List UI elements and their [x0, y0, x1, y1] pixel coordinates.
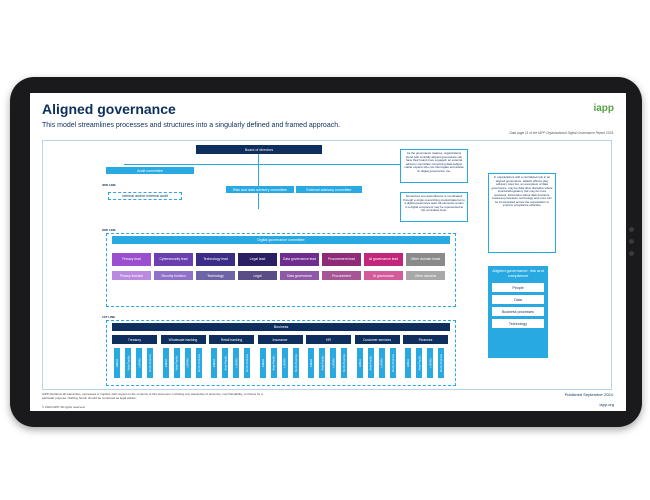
region-label: North America — [389, 348, 396, 378]
page-title: Aligned governance — [42, 101, 176, 117]
page-subtitle: This model streamlines processes and str… — [42, 122, 341, 129]
first-line-container — [106, 320, 456, 386]
role-lead-box: AI governance lead — [364, 253, 403, 266]
business-unit-box: HR — [306, 335, 351, 344]
region-label: North America — [292, 348, 299, 378]
function-box: Legal — [238, 271, 277, 280]
aligned-item: People — [492, 283, 544, 293]
role-lead-box: Technology lead — [196, 253, 235, 266]
role-lead-box: Data governance lead — [280, 253, 319, 266]
iapp-logo: iapp — [593, 103, 614, 114]
source-note: Data page 11 of the IAPP Organizational … — [509, 131, 614, 135]
region-label: LATAM — [136, 348, 142, 378]
connector-line — [124, 164, 414, 165]
region-label: EMEA — [259, 348, 266, 378]
region-label: Asia-Pacific — [319, 348, 325, 378]
region-label: EMEA — [162, 348, 169, 378]
aligned-item: Technology — [492, 319, 544, 329]
region-label: LATAM — [281, 348, 288, 378]
digital-governance-committee: Digital governance committee — [112, 236, 450, 244]
region-label: North America — [147, 348, 153, 378]
region-label: EMEA — [308, 348, 314, 378]
audit-committee: Audit committee — [106, 167, 194, 174]
second-line-container — [106, 233, 456, 307]
published-date: Published September 2024. — [564, 392, 614, 397]
function-box: AI governance — [364, 271, 403, 280]
region-label: Asia-Pacific — [125, 348, 131, 378]
region-label: Asia-Pacific — [416, 348, 422, 378]
region-label: LATAM — [378, 348, 385, 378]
aligned-item: Business processes — [492, 307, 544, 317]
business-unit-box: Wholesale banking — [160, 335, 206, 344]
role-lead-box: Privacy lead — [112, 253, 151, 266]
business-unit-box: Treasury — [112, 335, 157, 344]
role-lead-box: Cybersecurity lead — [154, 253, 193, 266]
region-label: North America — [244, 348, 250, 378]
disclaimer-text: IAPP disclaims all warranties, expressed… — [42, 392, 263, 400]
region-label: EMEA — [405, 348, 411, 378]
region-label: North America — [341, 348, 347, 378]
note-box-committee: Sometimes one team/director is coordinat… — [400, 192, 468, 222]
connector-line — [258, 154, 259, 209]
copyright-text: © 2024 IAPP. All rights reserved. — [42, 405, 86, 409]
internal-external-audit: Internal and/or external audit — [108, 192, 182, 200]
function-box: Data governance — [280, 271, 319, 280]
note-box-aligned: In organizations with a centralized role… — [488, 173, 556, 253]
region-label: LATAM — [233, 348, 239, 378]
role-lead-box: Procurement lead — [322, 253, 361, 266]
risk-data-advisory-committee: Risk and data advisory committee — [226, 186, 294, 193]
sensor-icon — [629, 239, 634, 244]
iapp-url-link[interactable]: iapp.org — [599, 402, 614, 407]
board-of-directors: Board of directors — [196, 145, 322, 154]
function-box: Other domains — [406, 271, 445, 280]
region-label: North America — [438, 348, 444, 378]
business-unit-box: Finances — [403, 335, 448, 344]
aligned-item: Data — [492, 295, 544, 305]
tablet-screen: Aligned governance This model streamline… — [30, 93, 626, 411]
aligned-governance-title: Aligned governance, risk and compliance — [492, 268, 544, 278]
region-label: LATAM — [184, 348, 191, 378]
function-box: Procurement — [322, 271, 361, 280]
region-label: Asia-Pacific — [222, 348, 228, 378]
region-label: EMEA — [356, 348, 363, 378]
diagram-frame — [42, 140, 612, 390]
business-unit-box: Retail banking — [209, 335, 254, 344]
function-box: Technology — [196, 271, 235, 280]
line-label-2nd: 2ND LINE — [102, 228, 116, 232]
tablet-device: Aligned governance This model streamline… — [10, 77, 642, 427]
business-unit-box: Insurance — [257, 335, 303, 344]
aligned-governance-panel: Aligned governance, risk and compliance … — [488, 266, 548, 358]
role-lead-box: Other domain leads — [406, 253, 445, 266]
camera-icon — [629, 227, 634, 232]
function-box: Privacy function — [112, 271, 151, 280]
region-label: EMEA — [114, 348, 120, 378]
note-box-board: As the governance matures, organizations… — [400, 149, 468, 183]
external-advisory-committee: External advisory committee — [296, 186, 362, 193]
region-label: Asia-Pacific — [367, 348, 374, 378]
sensor-icon — [629, 251, 634, 256]
region-label: Asia-Pacific — [270, 348, 277, 378]
business-unit-box: Customer services — [354, 335, 400, 344]
line-label-1st: 1ST LINE — [102, 315, 116, 319]
business-bar: Business — [112, 323, 450, 331]
line-label-3rd: 3RD LINE — [102, 183, 116, 187]
region-label: North America — [195, 348, 202, 378]
region-label: LATAM — [427, 348, 433, 378]
region-label: EMEA — [211, 348, 217, 378]
function-box: Security function — [154, 271, 193, 280]
role-lead-box: Legal lead — [238, 253, 277, 266]
region-label: Asia-Pacific — [173, 348, 180, 378]
region-label: LATAM — [330, 348, 336, 378]
